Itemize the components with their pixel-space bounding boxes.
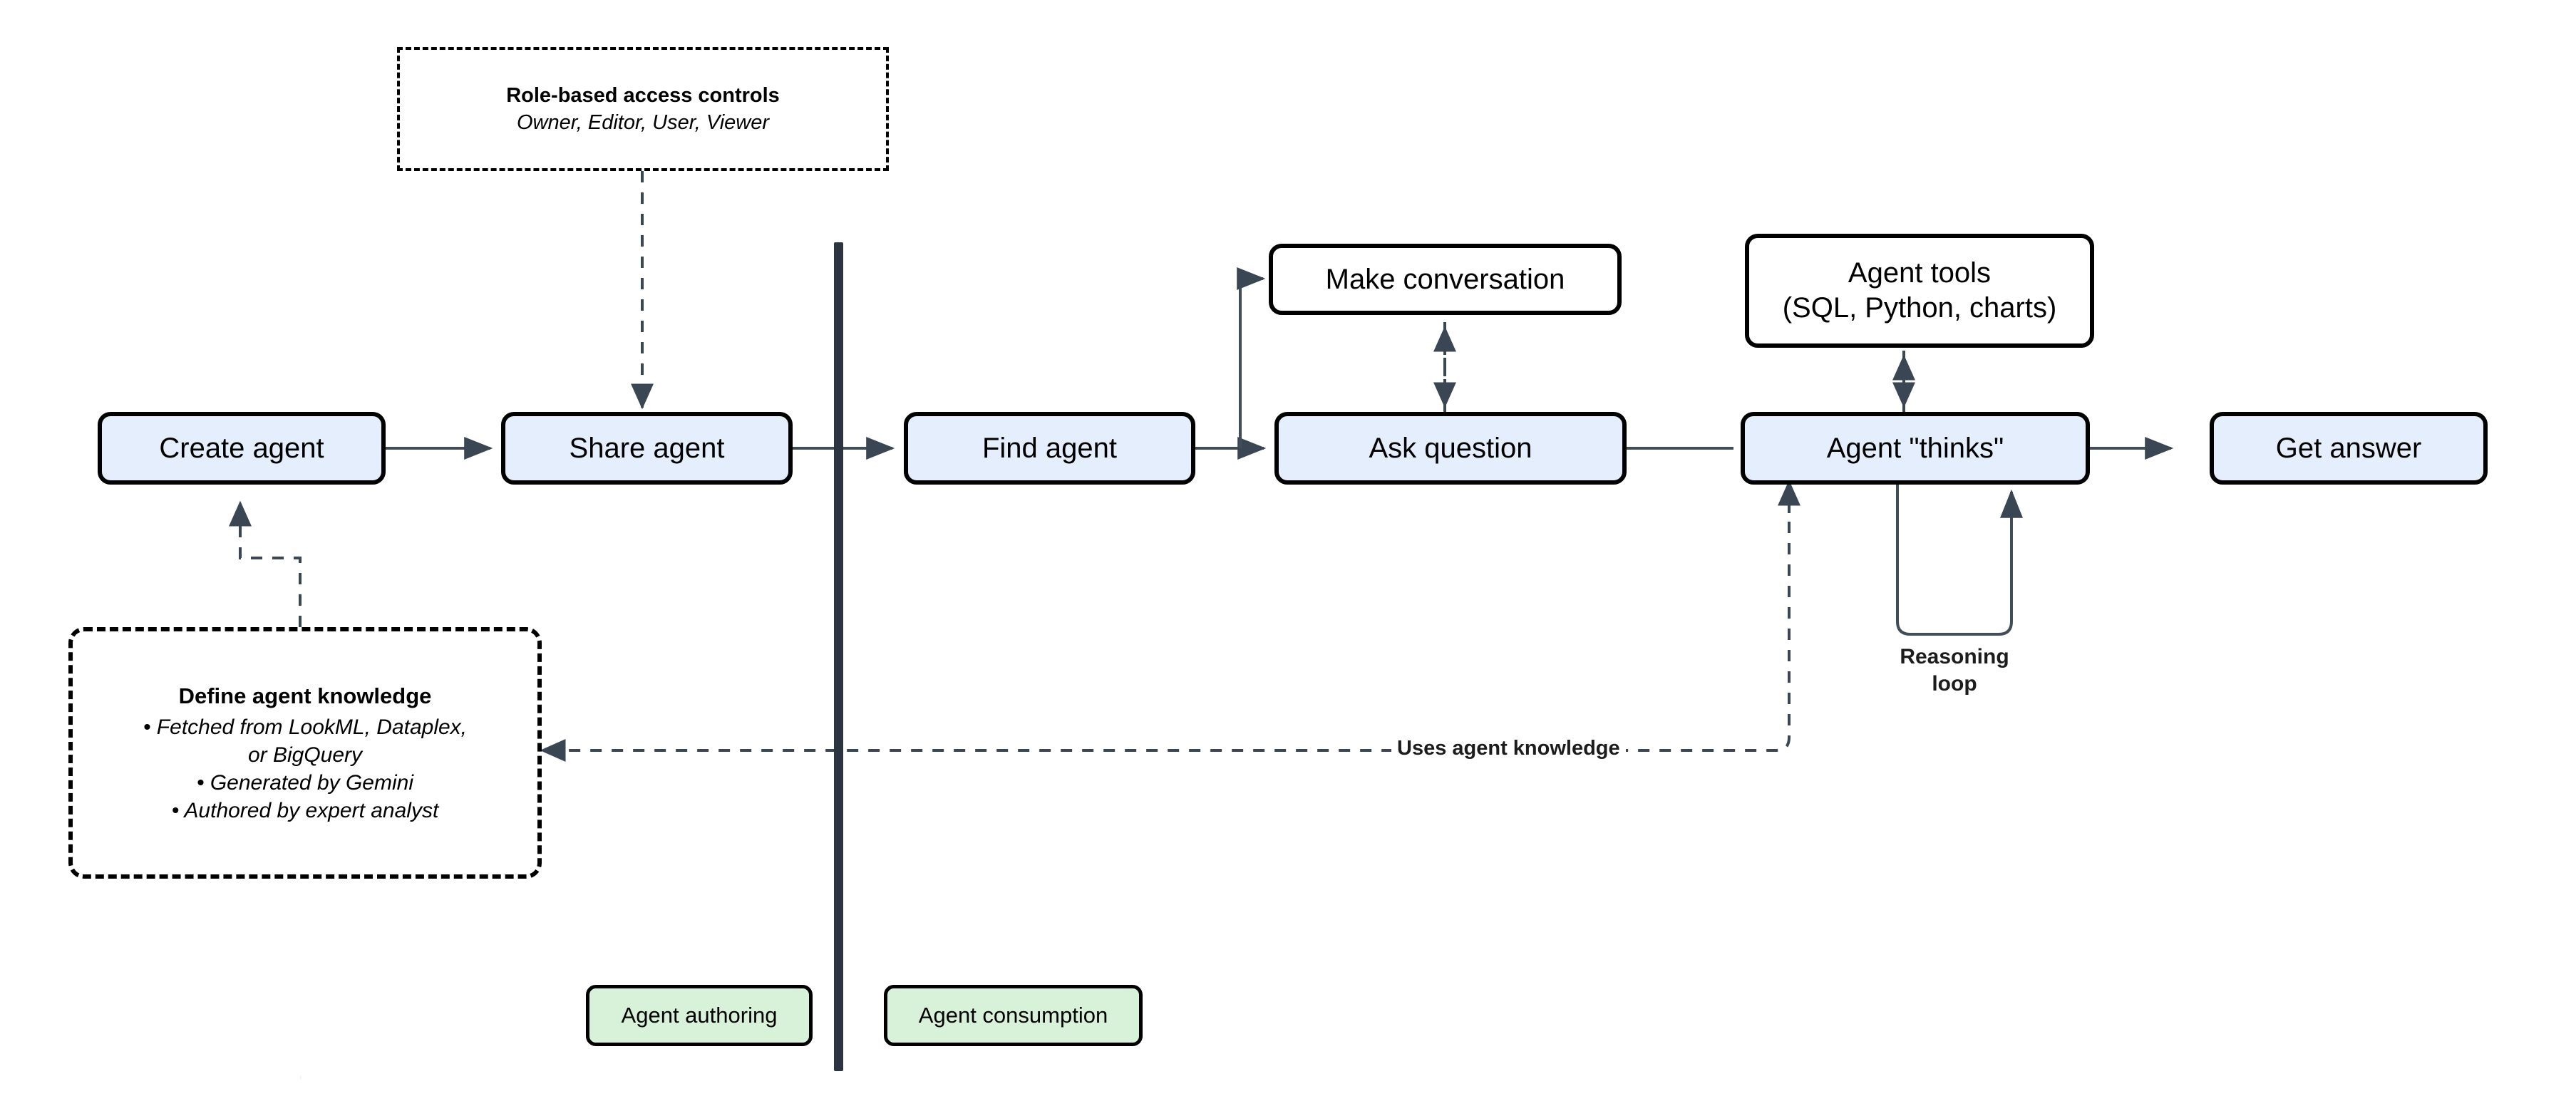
node-agent-thinks[interactable]: Agent "thinks" [1741,412,2090,485]
edge-knowledge-to-create [229,500,302,627]
label-reasoning-loop-line2: loop [1932,672,1977,696]
edge-reasoning-loop [1896,479,2023,636]
node-agent-thinks-label: Agent "thinks" [1826,432,2004,464]
chip-agent-consumption-label: Agent consumption [918,1003,1108,1028]
chip-agent-authoring: Agent authoring [586,985,813,1046]
node-agent-tools-label-line2: (SQL, Python, charts) [1782,292,2057,324]
node-get-answer-label: Get answer [2275,432,2422,464]
rbac-title: Role-based access controls [506,83,780,107]
phase-divider [834,242,843,1071]
node-create-agent[interactable]: Create agent [98,412,386,485]
knowledge-bullet-2: • Authored by expert analyst [171,798,439,822]
node-make-conversation-label: Make conversation [1325,263,1565,295]
agent-knowledge-box: Define agent knowledge • Fetched from Lo… [68,627,542,879]
knowledge-bullet-1: • Generated by Gemini [197,770,413,795]
node-find-agent-label: Find agent [982,432,1118,464]
node-make-conversation[interactable]: Make conversation [1269,244,1622,315]
node-get-answer[interactable]: Get answer [2210,412,2488,485]
rbac-roles: Owner, Editor, User, Viewer [516,111,770,134]
knowledge-title: Define agent knowledge [178,683,432,709]
edge-find-to-make-conversation [1237,267,1266,448]
label-uses-agent-knowledge: Uses agent knowledge [1391,737,1626,760]
knowledge-bullet-0: • Fetched from LookML, Dataplex, [143,715,468,739]
knowledge-bullet-0-cont: or BigQuery [247,743,363,767]
node-share-agent-label: Share agent [569,432,725,464]
chip-agent-authoring-label: Agent authoring [621,1003,778,1028]
rbac-annotation-box: Role-based access controls Owner, Editor… [397,47,889,171]
node-ask-question-label: Ask question [1369,432,1532,464]
chip-agent-consumption: Agent consumption [884,985,1143,1046]
label-reasoning-loop-line1: Reasoning [1900,645,2009,668]
label-reasoning-loop: Reasoning loop [1871,644,2038,698]
edge-uses-agent-knowledge [540,479,1791,762]
node-share-agent[interactable]: Share agent [501,412,793,485]
node-agent-tools-label-line1: Agent tools [1848,257,1992,289]
node-find-agent[interactable]: Find agent [904,412,1195,485]
node-create-agent-label: Create agent [159,432,324,464]
node-agent-tools[interactable]: Agent tools (SQL, Python, charts) [1745,234,2094,348]
node-ask-question[interactable]: Ask question [1274,412,1627,485]
